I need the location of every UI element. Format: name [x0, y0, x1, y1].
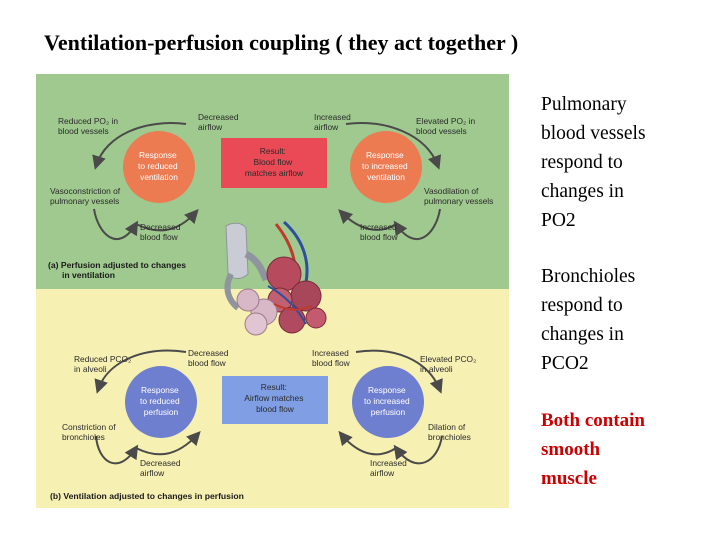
arrow-a-right-top: [345, 122, 442, 170]
arrow-a-left-bottom: [93, 208, 139, 240]
b-circle-reduced-perfusion: [125, 366, 197, 438]
a-label-top-center-right: Increased airflow: [314, 112, 353, 132]
b-label-top-right: Elevated PCO₂ in alveoli: [420, 354, 479, 374]
b-circle-right-text: Response to increased perfusion: [364, 385, 412, 417]
b-circle-left-text: Response to reduced perfusion: [140, 385, 182, 417]
b-circle-increased-perfusion: [352, 366, 424, 438]
b-result-text: Result: Airflow matches blood flow: [244, 382, 305, 414]
a-label-top-right: Elevated PO₂ in blood vessels: [416, 116, 477, 136]
b-result-box: [222, 376, 328, 424]
a-result-box: [221, 138, 327, 188]
side-paragraph-vessels: Pulmonary blood vessels respond to chang…: [541, 90, 711, 235]
side-line: smooth: [541, 439, 601, 460]
a-label-middle-right: Vasodilation of pulmonary vessels: [424, 186, 493, 206]
arrow-b-right-return: [338, 430, 397, 456]
arrow-a-left-return: [135, 209, 199, 232]
side-line: respond to: [541, 152, 623, 173]
lung-alveoli-illustration: [224, 220, 327, 336]
b-label-bottom-left: Decreased airflow: [140, 458, 183, 478]
b-label-middle-left: Constriction of bronchioles: [62, 422, 118, 442]
side-line: Bronchioles: [541, 266, 636, 287]
side-line: changes in: [541, 181, 624, 202]
arrow-b-right-top: [355, 349, 443, 394]
arrow-a-left-top: [92, 122, 187, 170]
arrow-b-left-bottom: [95, 435, 139, 465]
a-label-top-left: Reduced PO₂ in blood vessels: [58, 116, 120, 136]
arrow-b-left-top: [94, 349, 187, 394]
side-line: Pulmonary: [541, 94, 627, 115]
b-label-top-center-right: Increased blood flow: [312, 348, 351, 368]
a-label-middle-left: Vasoconstriction of pulmonary vessels: [50, 186, 122, 206]
a-result-text: Result: Blood flow matches airflow: [245, 146, 304, 178]
a-label-top-center-left: Decreased airflow: [198, 112, 241, 132]
side-line: Both contain: [541, 410, 645, 431]
figure-svg: Reduced PO₂ in blood vessels Decreased a…: [36, 74, 509, 508]
a-label-bottom-right: Increased blood flow: [360, 222, 399, 242]
b-label-middle-right: Dilation of bronchioles: [428, 422, 471, 442]
arrow-b-right-bottom: [393, 435, 443, 465]
side-line: blood vessels: [541, 123, 646, 144]
side-line: muscle: [541, 468, 597, 489]
side-paragraph-bronchioles: Bronchioles respond to changes in PCO2: [541, 262, 711, 378]
slide-title: Ventilation-perfusion coupling ( they ac…: [44, 30, 519, 55]
arrow-b-left-return: [135, 431, 201, 456]
a-circle-right-text: Response to increased ventilation: [362, 150, 410, 182]
side-line: PCO2: [541, 353, 589, 374]
a-circle-reduced-ventilation: [123, 131, 195, 203]
a-caption: (a) Perfusion adjusted to changes in ven…: [48, 260, 188, 280]
arrow-a-right-bottom: [393, 208, 441, 240]
a-circle-increased-ventilation: [350, 131, 422, 203]
a-label-bottom-left: Decreased blood flow: [140, 222, 183, 242]
side-line: respond to: [541, 295, 623, 316]
b-label-top-left: Reduced PCO₂ in alveoli: [74, 354, 134, 374]
ventilation-perfusion-figure: Reduced PO₂ in blood vessels Decreased a…: [36, 74, 509, 508]
b-label-bottom-right: Increased airflow: [370, 458, 409, 478]
arrow-a-right-return: [338, 209, 397, 231]
side-line: PO2: [541, 210, 576, 231]
a-circle-left-text: Response to reduced ventilation: [138, 150, 180, 182]
side-line: changes in: [541, 324, 624, 345]
side-paragraph-smooth-muscle: Both contain smooth muscle: [541, 406, 711, 493]
b-caption: (b) Ventilation adjusted to changes in p…: [50, 491, 244, 501]
b-label-top-center-left: Decreased blood flow: [188, 348, 231, 368]
